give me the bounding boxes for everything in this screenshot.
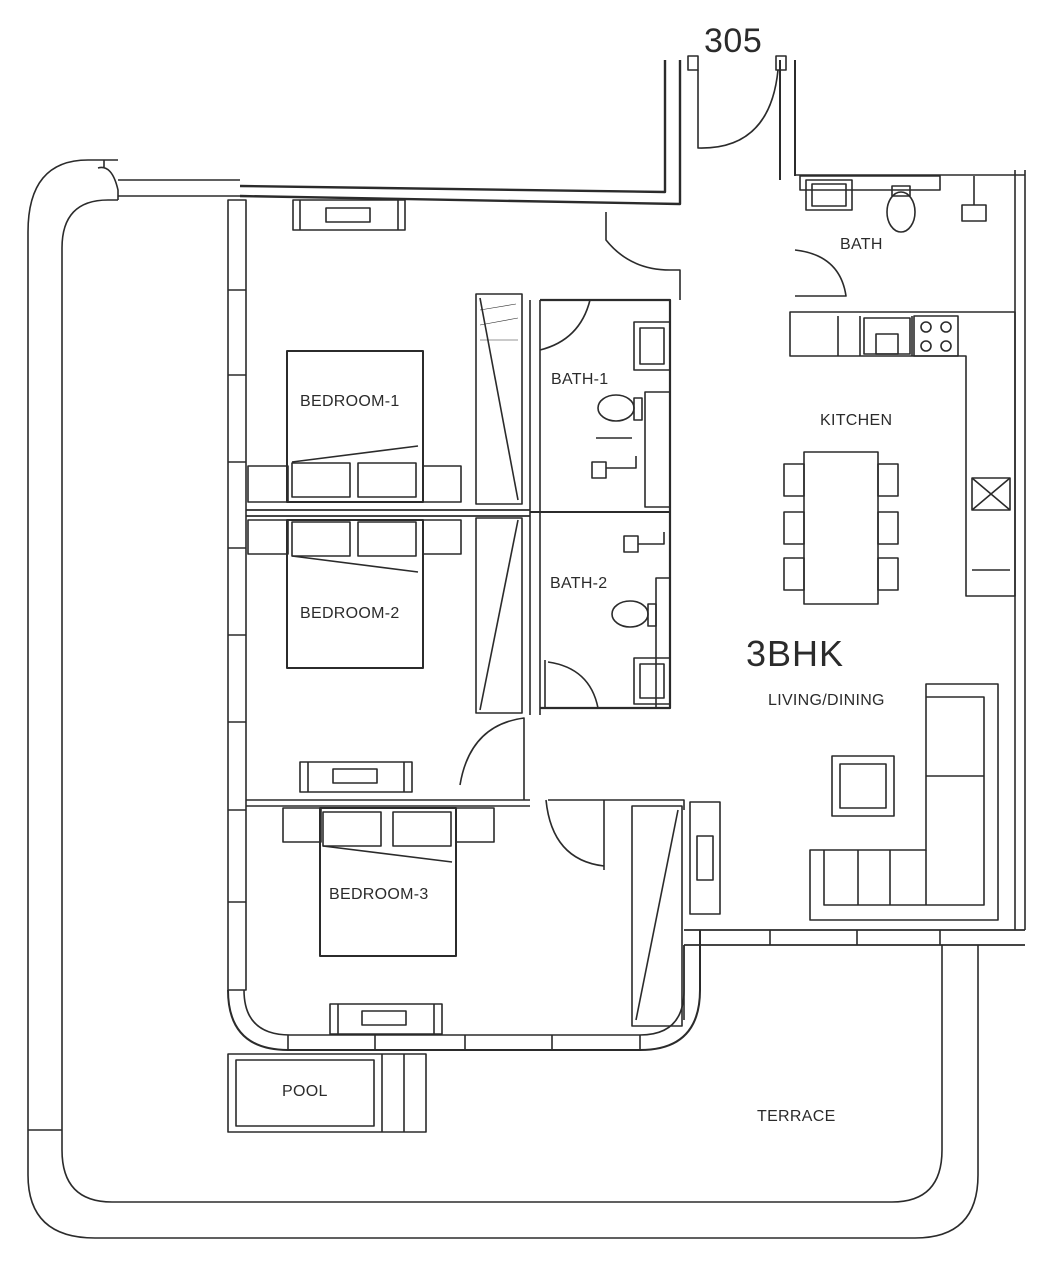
bath-fixtures — [799, 175, 987, 233]
entry-post-left — [687, 55, 699, 71]
door-bath — [794, 249, 847, 297]
room-label-bath: BATH — [840, 236, 883, 253]
bed-2 — [247, 519, 462, 669]
north-wall-main — [239, 60, 682, 206]
coffee-table — [831, 755, 895, 817]
tv-console-2 — [299, 761, 413, 793]
bed-1 — [247, 350, 462, 503]
wardrobe-1 — [475, 293, 523, 505]
door-bedroom3 — [545, 799, 605, 867]
wardrobe-2 — [475, 517, 523, 714]
entry-post-right — [775, 55, 787, 71]
north-wall — [118, 179, 240, 197]
room-label-kitchen: KITCHEN — [820, 412, 893, 429]
unit-type-label: 3BHK — [746, 633, 845, 674]
bed-3 — [282, 807, 495, 957]
room-label-bath-1: BATH-1 — [551, 371, 609, 388]
room-label-bedroom-1: BEDROOM-1 — [300, 393, 400, 410]
tv-console-living — [689, 801, 721, 915]
terrace-inner-boundary — [61, 199, 943, 1203]
tv-console-3 — [329, 1003, 443, 1035]
door-bedroom2 — [459, 717, 525, 800]
dining-table — [783, 451, 899, 605]
bath1-fixtures — [591, 321, 671, 508]
bedroom3-north-wall — [246, 799, 530, 807]
east-wall — [1014, 170, 1026, 930]
living-south-wall — [684, 929, 1025, 946]
unit-number: 305 — [704, 22, 763, 60]
corridor-wall — [246, 509, 530, 517]
door-bedroom1 — [605, 212, 671, 271]
kitchen-counter — [789, 311, 1016, 597]
room-label-bedroom-2: BEDROOM-2 — [300, 605, 400, 622]
bath2-fixtures — [611, 532, 671, 709]
pool — [227, 1053, 427, 1133]
tv-console-1 — [292, 199, 406, 231]
bedroom3-south-wall — [227, 930, 701, 1051]
terrace-outer-boundary — [27, 159, 979, 1239]
room-label-bath-2: BATH-2 — [550, 575, 608, 592]
west-window-wall — [227, 199, 247, 991]
room-label-bedroom-3: BEDROOM-3 — [329, 886, 429, 903]
room-label-pool: POOL — [282, 1083, 328, 1100]
entry-wall-right — [779, 60, 796, 180]
door-bath1 — [539, 299, 591, 351]
door-bath2 — [544, 660, 599, 709]
door-entry — [697, 69, 779, 149]
wardrobe-3 — [631, 805, 683, 1027]
room-label-terrace: TERRACE — [757, 1108, 836, 1125]
room-label-living-dining: LIVING/DINING — [768, 692, 885, 709]
sofa — [809, 683, 999, 921]
